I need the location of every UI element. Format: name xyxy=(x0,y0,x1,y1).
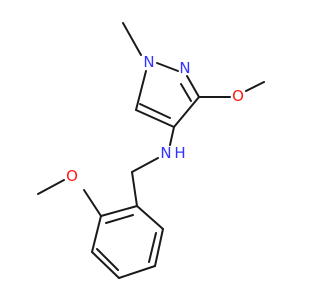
bond-ar5-ar6 xyxy=(91,215,102,253)
bond-ar4-ar5 xyxy=(91,251,120,279)
bond-c4-nh xyxy=(169,126,175,146)
bond-ar2-ar3-inner xyxy=(148,232,157,263)
bond-n1-n2 xyxy=(156,62,179,72)
bond-n1-methyl xyxy=(122,22,142,56)
atom-o-pyrazole: O xyxy=(232,87,244,105)
atom-n1: N xyxy=(143,53,154,71)
atom-n2: N xyxy=(179,59,190,77)
atom-o-pyrazole-symbol: O xyxy=(232,87,244,105)
bond-ar3-ar4 xyxy=(118,265,156,279)
bond-aryl-o xyxy=(83,189,102,217)
bond-c4-c5-inner xyxy=(139,103,171,119)
bond-c4-c5 xyxy=(135,109,175,128)
bond-n2-c3-inner xyxy=(180,83,192,102)
atom-nh-hydrogen: H xyxy=(174,144,185,162)
bond-ar2-ar3 xyxy=(154,228,164,267)
atom-labels: N N O N H O xyxy=(66,53,244,185)
atom-o-benzyl-symbol: O xyxy=(66,167,78,185)
bond-c5-n1 xyxy=(135,70,147,111)
bond-o-methyl-2 xyxy=(37,179,65,195)
bond-ar1-ar2 xyxy=(136,205,164,230)
bond-nh-ch2 xyxy=(131,157,159,173)
atom-o-benzyl: O xyxy=(66,167,78,185)
bond-o-methyl xyxy=(245,81,265,92)
atom-n2-symbol: N xyxy=(179,59,190,77)
bond-n2-c3 xyxy=(186,75,200,98)
atom-n1-symbol: N xyxy=(143,53,154,71)
bond-ch2-aryl xyxy=(131,171,138,207)
bond-ar6-ar1-inner xyxy=(105,214,134,224)
bond-ar4-ar5-inner xyxy=(96,248,119,271)
bonds xyxy=(37,22,265,279)
bond-c3-c4 xyxy=(173,96,200,128)
bond-ar6-ar1 xyxy=(100,205,138,217)
atom-nh: N H xyxy=(160,144,185,162)
atom-nh-symbol: N xyxy=(160,144,171,162)
molecule-structure: N N O N H O xyxy=(37,22,265,279)
